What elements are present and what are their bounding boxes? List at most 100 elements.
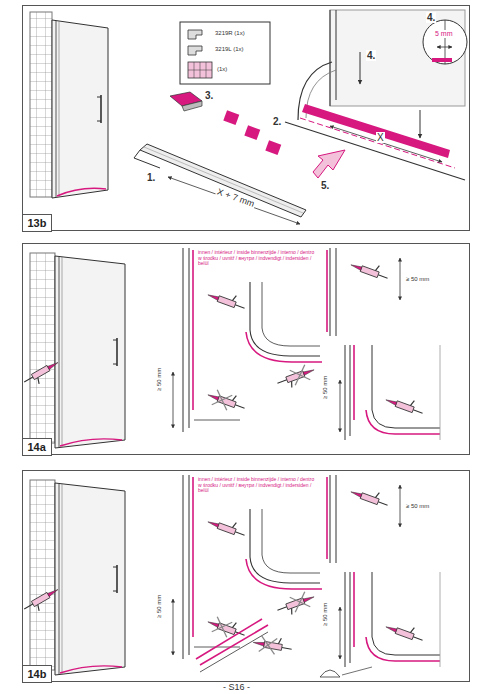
gun-body	[31, 592, 50, 606]
step-number: 14a	[22, 438, 52, 456]
door-profile	[59, 257, 60, 447]
gun-handle	[410, 627, 414, 633]
dimension-line	[400, 485, 401, 527]
door-handle	[113, 567, 117, 568]
wall-profile	[330, 248, 331, 336]
wall-profile	[183, 248, 184, 432]
gun-handle	[375, 492, 379, 498]
panel-13b-art	[30, 10, 467, 224]
silicone-joint	[246, 332, 322, 362]
door-handle	[97, 97, 101, 98]
silicone-gun	[385, 391, 426, 416]
dimension: ≥ 50 mm	[405, 503, 430, 510]
wall-profile	[345, 572, 346, 667]
wall-tiles	[30, 12, 52, 197]
glass-edge	[250, 282, 320, 356]
gun-nozzle	[207, 520, 219, 527]
silicone-joint	[192, 477, 194, 637]
parts-box	[180, 22, 270, 84]
back-wall	[330, 10, 465, 106]
press-arrow	[313, 150, 345, 178]
door-handle	[97, 121, 101, 122]
silicone-joint	[196, 619, 262, 659]
step-number: 13b	[22, 214, 53, 232]
silicone-joint	[192, 250, 194, 410]
wall-profile	[189, 248, 190, 428]
end-cap	[182, 101, 202, 111]
wall-profile	[183, 475, 184, 659]
pad-grid	[188, 70, 212, 71]
door-profile	[62, 257, 63, 447]
rail-edge	[144, 147, 303, 213]
silicone-joint	[200, 625, 268, 665]
step-number: 14b	[22, 665, 53, 683]
door-glass	[55, 256, 125, 448]
press-arrow	[360, 52, 361, 84]
sealing-rail	[140, 144, 306, 217]
silicone-joint	[353, 572, 355, 647]
leader-line	[342, 667, 372, 675]
silicone-gun	[385, 618, 426, 643]
dimension: ≥ 50 mm	[156, 367, 163, 392]
callout-number: 5.	[320, 180, 330, 191]
gun-plunger	[235, 405, 244, 408]
gun-handle	[232, 522, 236, 528]
callout-number: 4.	[426, 12, 436, 23]
door-profile	[56, 21, 57, 197]
gun-handle	[375, 265, 379, 271]
bottom-seal	[60, 439, 122, 446]
door-handle	[116, 338, 118, 366]
panel-14-art	[23, 475, 440, 677]
silicone-gun	[275, 589, 317, 618]
cross-mark	[259, 636, 278, 655]
dimension-line	[437, 47, 452, 48]
wall-profile	[336, 10, 337, 100]
gun-plunger	[277, 607, 286, 610]
bottom-seal	[57, 188, 106, 196]
panel-14-art	[23, 248, 440, 448]
gun-handle	[232, 395, 236, 401]
gun-nozzle	[207, 620, 219, 627]
detail-circle	[423, 20, 467, 64]
page-number: - S16 -	[222, 683, 251, 693]
part-number: 3219R (1x)	[214, 30, 246, 37]
silicone-gun	[23, 360, 63, 390]
dimension-line	[330, 126, 442, 162]
gun-plunger	[378, 275, 387, 278]
silicone-joint	[326, 250, 328, 332]
glass-edge	[250, 509, 320, 583]
dimension: ≥ 50 mm	[322, 602, 329, 627]
gun-handle	[278, 638, 281, 644]
tray-edge	[194, 420, 240, 421]
silicone-gun	[205, 386, 247, 415]
wall-profile	[189, 475, 190, 655]
gun-body	[217, 523, 236, 535]
cross-mark	[212, 617, 233, 638]
cross-mark	[212, 390, 233, 411]
gun-body	[395, 628, 414, 640]
dimension-line	[173, 372, 174, 428]
adhesive-pad	[223, 110, 239, 125]
adhesive-pad	[265, 140, 281, 155]
callout-number: 2.	[272, 116, 282, 127]
gun-nozzle	[385, 625, 397, 632]
cross-mark	[290, 592, 311, 613]
quantity: (1x)	[216, 66, 228, 73]
profile-symbol	[320, 670, 340, 677]
gun-nozzle	[350, 490, 362, 497]
gun-nozzle	[253, 641, 264, 646]
door-profile	[59, 21, 60, 197]
gun-nozzle	[48, 588, 59, 597]
dimension: 5 mm	[434, 30, 454, 38]
end-cap-left	[188, 46, 202, 55]
gun-plunger	[24, 604, 33, 609]
gun-handle	[290, 608, 294, 614]
wall-profile	[330, 10, 331, 106]
door-handle	[100, 95, 102, 123]
dimension-line	[340, 607, 341, 659]
gun-handle	[232, 295, 236, 301]
door-handle	[113, 591, 117, 592]
silicone-joint	[353, 345, 355, 420]
dimension-line	[340, 380, 341, 432]
silicone-gun	[23, 587, 63, 617]
